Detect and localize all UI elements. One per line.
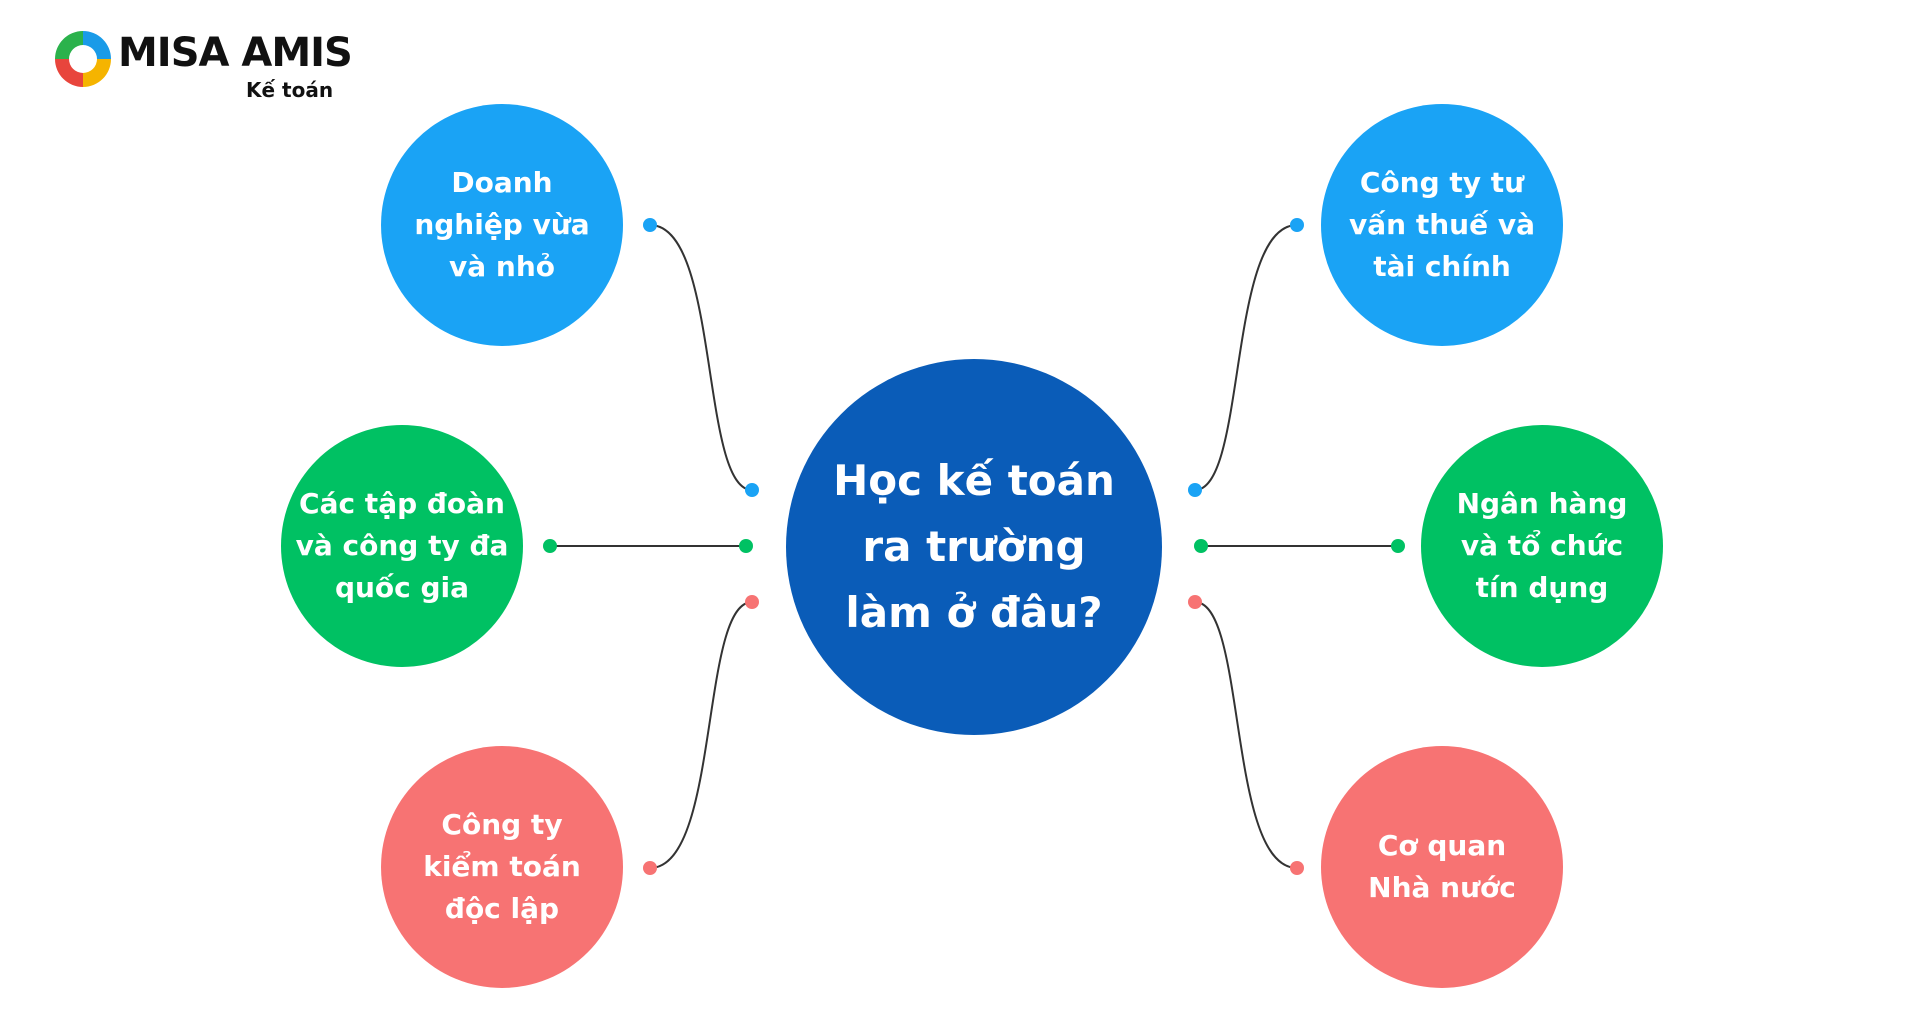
endpoint-dot bbox=[643, 861, 657, 875]
connector-gov bbox=[1194, 601, 1298, 869]
node-corporations-label: Các tập đoàn và công ty đa quốc gia bbox=[295, 487, 509, 604]
misa-amis-logo: MISA AMIS Kế toán bbox=[50, 26, 353, 106]
endpoint-dot bbox=[543, 539, 557, 553]
node-government-label: Cơ quan Nhà nước bbox=[1368, 829, 1516, 904]
endpoint-dot bbox=[1194, 539, 1208, 553]
node-government: Cơ quan Nhà nước bbox=[1321, 746, 1563, 988]
endpoint-dot bbox=[1391, 539, 1405, 553]
logo-brand-text: MISA AMIS bbox=[118, 30, 353, 76]
misa-logo-mark-icon bbox=[55, 31, 111, 87]
endpoint-dot bbox=[1290, 861, 1304, 875]
node-tax-consulting-label: Công ty tư vấn thuế và tài chính bbox=[1349, 166, 1535, 283]
node-audit: Công ty kiểm toán độc lập bbox=[381, 746, 623, 988]
endpoint-dot bbox=[745, 483, 759, 497]
endpoint-dot bbox=[739, 539, 753, 553]
node-banking-label: Ngân hàng và tổ chức tín dụng bbox=[1456, 487, 1628, 604]
center-node: Học kế toán ra trường làm ở đâu? bbox=[786, 359, 1162, 735]
center-node-label: Học kế toán ra trường làm ở đâu? bbox=[833, 456, 1115, 637]
endpoint-dot bbox=[643, 218, 657, 232]
node-corporations: Các tập đoàn và công ty đa quốc gia bbox=[281, 425, 523, 667]
logo-subtitle: Kế toán bbox=[246, 78, 334, 102]
node-audit-label: Công ty kiểm toán độc lập bbox=[423, 808, 581, 925]
node-banking: Ngân hàng và tổ chức tín dụng bbox=[1421, 425, 1663, 667]
endpoint-dot bbox=[1188, 483, 1202, 497]
endpoint-dot bbox=[745, 595, 759, 609]
node-sme-label: Doanh nghiệp vừa và nhỏ bbox=[414, 166, 590, 283]
node-tax-consulting: Công ty tư vấn thuế và tài chính bbox=[1321, 104, 1563, 346]
connector-sme bbox=[649, 224, 753, 491]
endpoint-dot bbox=[1188, 595, 1202, 609]
connector-audit bbox=[649, 601, 753, 869]
connector-tax bbox=[1194, 224, 1298, 491]
endpoint-dot bbox=[1290, 218, 1304, 232]
node-sme: Doanh nghiệp vừa và nhỏ bbox=[381, 104, 623, 346]
